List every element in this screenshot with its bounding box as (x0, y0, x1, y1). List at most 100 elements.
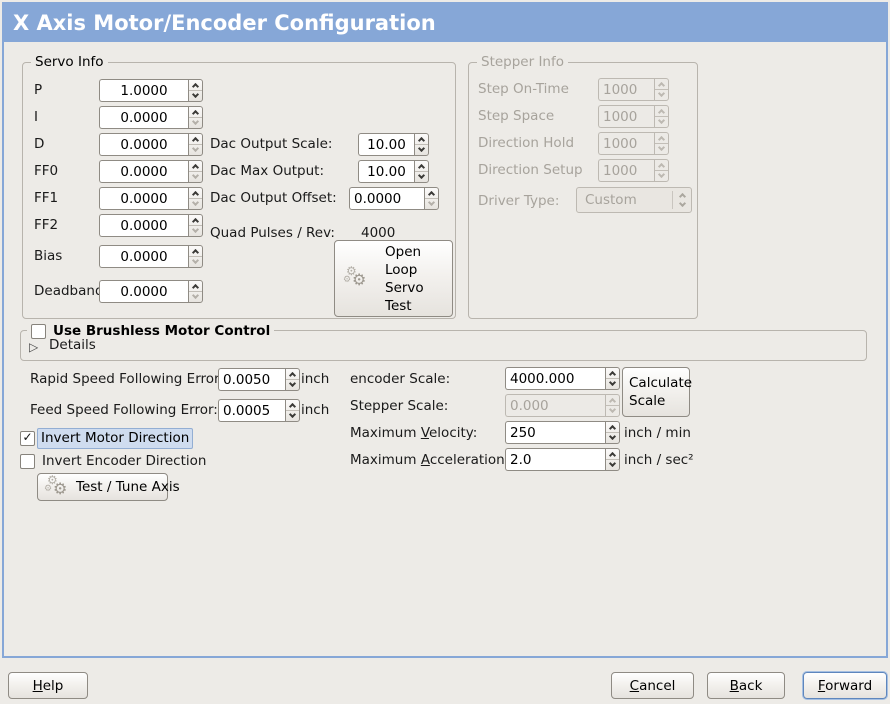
gears-icon: ⚙⚙⚙ (343, 263, 367, 289)
spin-down-button[interactable] (189, 225, 202, 236)
ff2-input[interactable] (99, 214, 188, 237)
max-velocity-spinbox[interactable] (505, 421, 620, 444)
open-loop-servo-test-button[interactable]: ⚙⚙⚙ Open Loop Servo Test (334, 240, 453, 317)
dac-output-offset-spinbox[interactable] (349, 187, 439, 210)
spin-up-button[interactable] (189, 188, 202, 199)
encoder-scale-spinbox[interactable] (505, 367, 620, 390)
dac-max-output-spinbox[interactable] (358, 160, 429, 183)
spin-up-button[interactable] (286, 369, 299, 380)
max-acceleration-input[interactable] (505, 448, 605, 471)
p-spinbox[interactable] (99, 79, 203, 102)
spin-down-button[interactable] (189, 171, 202, 182)
max-acceleration-unit: inch / sec² (624, 452, 694, 468)
bias-input[interactable] (99, 245, 188, 268)
details-expander-label[interactable]: Details (49, 337, 96, 353)
chevron-down-icon (657, 143, 666, 152)
spin-up-button[interactable] (189, 215, 202, 226)
spin-down-button[interactable] (606, 378, 619, 389)
spin-down-button[interactable] (189, 117, 202, 128)
spin-down-button[interactable] (286, 379, 299, 390)
details-expander-arrow-icon[interactable]: ▷ (29, 340, 39, 354)
content-frame: X Axis Motor/Encoder Configuration (2, 2, 888, 658)
dac-max-output-input[interactable] (358, 160, 414, 183)
rapid-following-error-input[interactable] (218, 368, 285, 391)
spin-down-button[interactable] (606, 459, 619, 470)
spin-down-button (606, 405, 619, 416)
chevron-down-icon (191, 117, 200, 126)
spin-down-button[interactable] (189, 256, 202, 267)
dac-output-offset-input[interactable] (349, 187, 424, 210)
help-button-label: Help (32, 677, 64, 694)
rapid-error-unit: inch (301, 371, 330, 387)
step-on-time-input (598, 78, 654, 101)
spin-down-button[interactable] (425, 198, 438, 209)
spin-up-button[interactable] (606, 422, 619, 433)
combo-divider (672, 191, 673, 209)
i-spinbox[interactable] (99, 106, 203, 129)
chevron-down-icon (608, 405, 617, 414)
deadband-input[interactable] (99, 280, 188, 303)
test-tune-axis-button[interactable]: ⚙⚙⚙ Test / Tune Axis (37, 473, 180, 501)
invert-encoder-label[interactable]: Invert Encoder Direction (42, 453, 207, 469)
chevron-down-icon (657, 116, 666, 125)
spin-down-button[interactable] (189, 198, 202, 209)
cancel-button[interactable]: Cancel (611, 672, 694, 699)
spin-up-button (655, 133, 668, 144)
spin-down-button[interactable] (189, 90, 202, 101)
invert-motor-label[interactable]: Invert Motor Direction (37, 428, 194, 449)
chevron-down-icon (657, 170, 666, 179)
encoder-scale-input[interactable] (505, 367, 605, 390)
spin-up-button[interactable] (606, 449, 619, 460)
forward-button[interactable]: Forward (803, 672, 887, 699)
step-space-input (598, 105, 654, 128)
spin-down-button[interactable] (415, 144, 428, 155)
bias-spinbox[interactable] (99, 245, 203, 268)
spin-up-button[interactable] (189, 107, 202, 118)
ff0-input[interactable] (99, 160, 188, 183)
rapid-following-error-spinbox[interactable] (218, 368, 300, 391)
spin-up-button[interactable] (425, 188, 438, 199)
spin-up-button[interactable] (415, 161, 428, 172)
invert-encoder-checkbox[interactable] (20, 454, 35, 469)
max-velocity-input[interactable] (505, 421, 605, 444)
spin-up-button[interactable] (606, 368, 619, 379)
spin-up-button[interactable] (189, 161, 202, 172)
chevron-up-icon (288, 371, 297, 380)
spin-up-button[interactable] (286, 400, 299, 411)
ff2-spinbox[interactable] (99, 214, 203, 237)
chevron-down-icon (417, 171, 426, 180)
spin-up-button[interactable] (415, 134, 428, 145)
spin-down-button[interactable] (286, 410, 299, 421)
spin-down-button[interactable] (415, 171, 428, 182)
ff1-input[interactable] (99, 187, 188, 210)
spin-down-button[interactable] (189, 144, 202, 155)
chevron-up-icon (191, 136, 200, 145)
i-input[interactable] (99, 106, 188, 129)
help-button[interactable]: Help (8, 672, 88, 699)
spin-up-button[interactable] (189, 134, 202, 145)
spin-up-button[interactable] (189, 281, 202, 292)
spin-down-button[interactable] (606, 432, 619, 443)
spin-up-button[interactable] (189, 246, 202, 257)
ff1-spinbox[interactable] (99, 187, 203, 210)
use-brushless-checkbox[interactable] (31, 323, 46, 339)
d-input[interactable] (99, 133, 188, 156)
dac-output-scale-spinbox[interactable] (358, 133, 429, 156)
max-acceleration-spinbox[interactable] (505, 448, 620, 471)
feed-following-error-spinbox[interactable] (218, 399, 300, 422)
servo-info-legend: Servo Info (31, 54, 108, 71)
p-input[interactable] (99, 79, 188, 102)
feed-following-error-input[interactable] (218, 399, 285, 422)
spin-down-button[interactable] (189, 291, 202, 302)
chevron-down-icon (608, 378, 617, 387)
back-button[interactable]: Back (707, 672, 785, 699)
invert-motor-checkbox[interactable]: ✓ (20, 431, 35, 446)
deadband-spinbox[interactable] (99, 280, 203, 303)
d-spinbox[interactable] (99, 133, 203, 156)
calculate-scale-button[interactable]: Calculate Scale (622, 367, 692, 417)
chevron-down-icon (427, 198, 436, 207)
dac-output-scale-input[interactable] (358, 133, 414, 156)
spin-up-button[interactable] (189, 80, 202, 91)
chevron-down-icon (288, 379, 297, 388)
ff0-spinbox[interactable] (99, 160, 203, 183)
